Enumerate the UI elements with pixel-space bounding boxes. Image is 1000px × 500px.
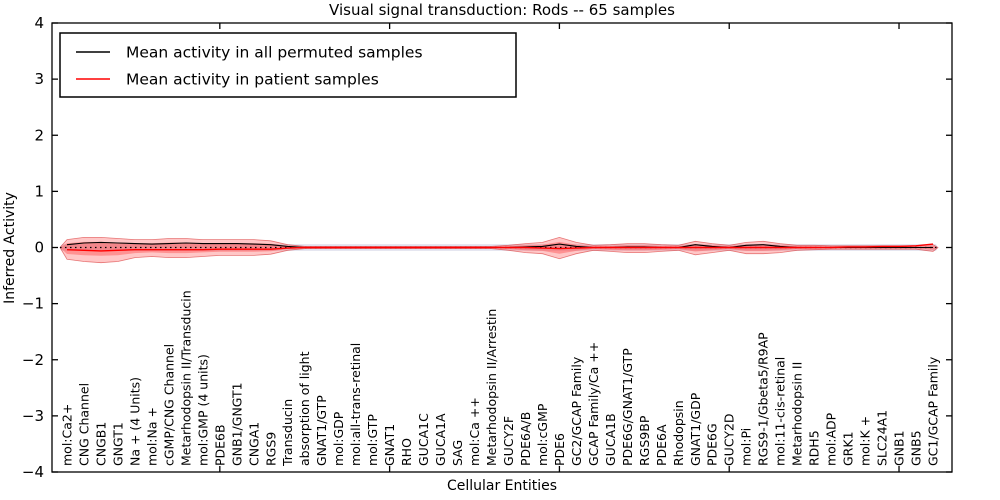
x-category-label: PDE6B	[212, 424, 227, 466]
x-category-label: GC1/GCAP Family	[925, 356, 940, 466]
x-category-label: mol:GDP	[331, 411, 346, 466]
y-tick-label: −3	[22, 407, 44, 425]
x-category-label: mol:all-trans-retinal	[348, 343, 363, 466]
x-category-label: GUCA1A	[433, 413, 448, 466]
x-category-label: SAG	[450, 440, 465, 466]
x-category-label: GNB1	[892, 430, 907, 466]
x-category-label: mol:GTP	[365, 414, 380, 466]
x-category-label: RDH5	[807, 430, 822, 466]
y-axis-ticks: 4 3 2 1 0 −1 −2 −3 −4	[22, 14, 952, 481]
x-category-label: Metarhodopsin II/Arrestin	[484, 309, 499, 466]
x-category-label: Na + (4 Units)	[127, 377, 142, 466]
y-tick-label: 4	[34, 14, 44, 32]
x-category-label: mol:Ca ++	[467, 397, 482, 466]
x-category-label: mol:cGMP	[535, 403, 550, 466]
x-category-label: Metarhodopsin II	[790, 362, 805, 466]
x-category-label: GUCY2D	[722, 413, 737, 466]
legend-label-patient: Mean activity in patient samples	[126, 71, 379, 89]
x-category-label: mol:Ca2+	[60, 404, 75, 466]
x-category-label: RGS9	[263, 432, 278, 466]
x-category-label: Transducin	[280, 399, 295, 467]
x-category-label: SLC24A1	[875, 410, 890, 466]
x-category-label: GNB1/GNGT1	[229, 382, 244, 466]
y-tick-label: 0	[34, 239, 44, 257]
x-category-label: GRK1	[841, 431, 856, 466]
x-category-label: GNB5	[909, 430, 924, 466]
x-category-label: GNGT1	[110, 422, 125, 466]
x-category-label: PDE6A	[654, 424, 669, 466]
x-category-label: GUCY2F	[501, 416, 516, 466]
y-tick-label: −1	[22, 295, 44, 313]
x-category-label: PDE6G/GNAT1/GTP	[620, 348, 635, 466]
x-category-label: RHO	[399, 438, 414, 466]
mean-lines	[60, 241, 938, 252]
x-category-label: PDE6G	[705, 423, 720, 466]
x-category-label: GCAP Family/Ca ++	[586, 342, 601, 466]
x-category-label: Rhodopsin	[671, 400, 686, 466]
x-category-label: GNAT1/GDP	[688, 392, 703, 466]
y-tick-label: 3	[34, 70, 44, 88]
y-tick-label: −4	[22, 463, 44, 481]
x-category-label: GC2/GCAP Family	[569, 356, 584, 466]
x-category-label: mol:Na +	[144, 407, 159, 466]
x-category-label: CNGB1	[93, 422, 108, 466]
x-category-label: PDE6	[552, 433, 567, 466]
y-axis-label: Inferred Activity	[2, 192, 18, 304]
patient-mean-line	[66, 243, 934, 252]
y-tick-label: 2	[34, 126, 44, 144]
x-category-label: cGMP/CNG Channel	[161, 344, 176, 466]
x-category-label: GNAT1/GTP	[314, 395, 329, 466]
x-axis-label: Cellular Entities	[447, 478, 557, 494]
x-category-label: CNG Channel	[76, 383, 91, 466]
x-axis-ticks	[219, 23, 900, 472]
legend-box	[59, 32, 517, 98]
x-category-label: RGS9-1/Gbeta5/R9AP	[756, 332, 771, 466]
legend: Mean activity in all permuted samples Me…	[59, 32, 517, 98]
x-category-label: absorption of light	[297, 351, 312, 466]
x-category-label: mol:ADP	[824, 412, 839, 466]
legend-label-permuted: Mean activity in all permuted samples	[126, 44, 423, 62]
x-category-label: mol:Pi	[739, 428, 754, 466]
x-category-label: PDE6A/B	[518, 412, 533, 466]
x-category-label: CNGA1	[246, 422, 261, 466]
y-tick-label: 1	[34, 182, 44, 200]
x-category-label: GNAT1	[382, 424, 397, 466]
x-category-label: GUCA1C	[416, 413, 431, 466]
x-category-label: GUCA1B	[603, 413, 618, 466]
x-category-label: mol:GMP (4 units)	[195, 354, 210, 466]
y-tick-label: −2	[22, 351, 44, 369]
x-category-label: mol:11-cis-retinal	[773, 357, 788, 466]
chart-title: Visual signal transduction: Rods -- 65 s…	[329, 1, 675, 19]
x-category-label: Metarhodopsin II/Transducin	[178, 290, 193, 466]
x-category-label: RGS9BP	[637, 415, 652, 466]
patient-violin-outer	[59, 236, 939, 264]
x-category-label: mol:K +	[858, 416, 873, 466]
